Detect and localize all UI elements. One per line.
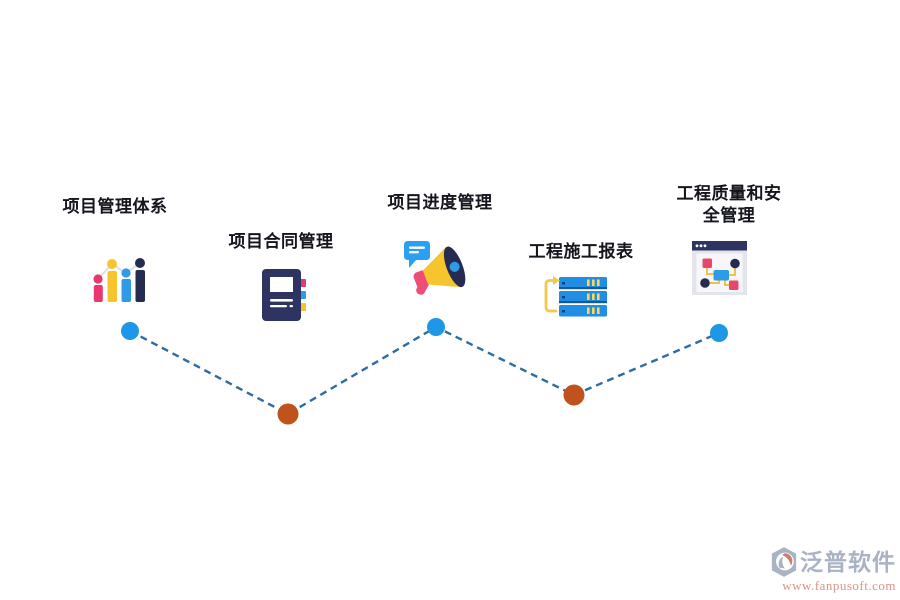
milestone-dot-1	[121, 322, 139, 340]
watermark-brand: 泛普软件	[800, 548, 896, 575]
megaphone-icon	[404, 241, 466, 295]
notebook-icon	[262, 269, 306, 321]
watermark-url: www.fanpusoft.com	[782, 578, 896, 593]
milestone-dot-5	[710, 324, 728, 342]
milestone-dot-3	[427, 318, 445, 336]
label-project-progress-management: 项目进度管理	[387, 193, 493, 212]
server-stack-icon	[544, 276, 607, 317]
bar-chart-people-icon	[93, 258, 145, 302]
label-construction-report: 工程施工报表	[528, 242, 634, 261]
watermark: 泛普软件 www.fanpusoft.com	[750, 547, 896, 592]
label-quality-safety-management: 工程质量和安全管理	[676, 184, 782, 226]
label-project-contract-management: 项目合同管理	[228, 232, 334, 251]
label-project-management-system: 项目管理体系	[62, 197, 168, 216]
milestone-dot-2	[277, 403, 299, 425]
milestone-dot-4	[563, 384, 585, 406]
fanpu-logo-icon	[771, 547, 797, 577]
kanban-window-icon	[692, 241, 747, 295]
dashed-line	[129, 325, 720, 416]
